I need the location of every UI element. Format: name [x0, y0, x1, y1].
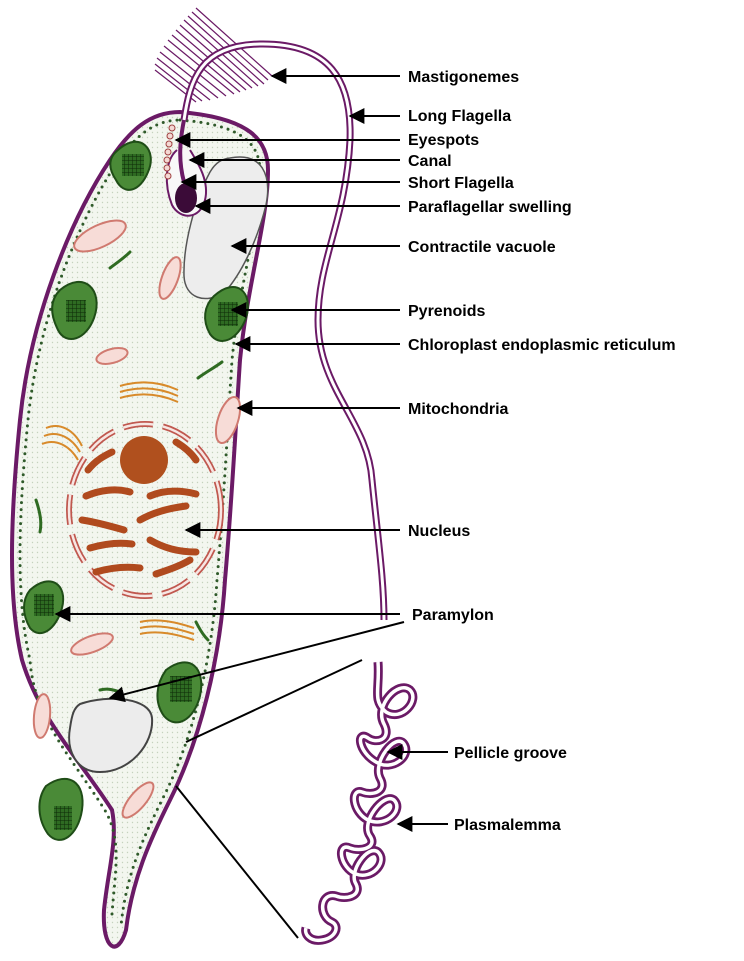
label-eyespots: Eyespots [408, 132, 479, 149]
label-nucleus: Nucleus [408, 523, 470, 540]
label-chloroplast-er: Chloroplast endoplasmic reticulum [408, 337, 676, 354]
chloroplast-icon [39, 779, 82, 840]
label-plasmalemma: Plasmalemma [454, 817, 561, 834]
label-pyrenoids: Pyrenoids [408, 303, 485, 320]
label-long-flagella: Long Flagella [408, 108, 511, 125]
paraflagellar-swelling [175, 183, 197, 213]
label-contractile-vacuole: Contractile vacuole [408, 239, 556, 256]
label-paraflagellar-swelling: Paraflagellar swelling [408, 199, 572, 216]
label-paramylon: Paramylon [412, 607, 494, 624]
label-mitochondria: Mitochondria [408, 401, 509, 418]
label-canal: Canal [408, 153, 452, 170]
label-mastigonemes: Mastigonemes [408, 69, 519, 86]
label-pellicle-groove: Pellicle groove [454, 745, 567, 762]
label-short-flagella: Short Flagella [408, 175, 514, 192]
expansion-line-bottom [176, 786, 298, 938]
nucleolus-icon [120, 436, 168, 484]
pellicle-strip-icon [306, 662, 413, 940]
